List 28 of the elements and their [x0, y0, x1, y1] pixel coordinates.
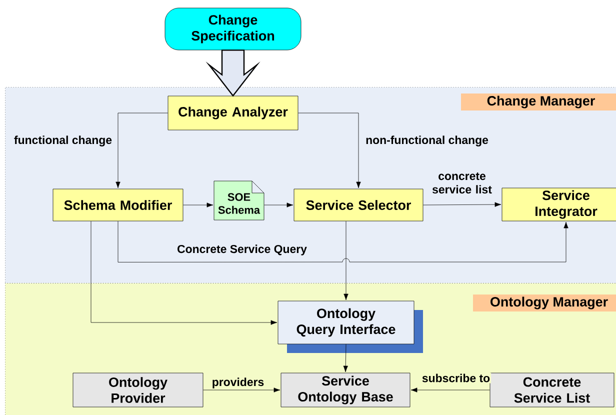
arrow — [118, 221, 568, 262]
edge-label: Concrete Service Query — [176, 244, 308, 256]
process-box: Change Analyzer — [168, 96, 298, 130]
arrow — [410, 388, 490, 392]
process-box: Ontology Query Interface — [278, 300, 423, 353]
arrow — [116, 112, 168, 188]
process-box: Concrete Service List — [490, 372, 614, 408]
arrow — [343, 344, 348, 372]
hollow-arrow — [206, 50, 260, 97]
edge-label: non-functional change — [364, 134, 490, 148]
arrow — [90, 221, 278, 325]
process-box: Schema Modifier — [52, 188, 184, 222]
process-box: Service Selector — [294, 188, 424, 222]
panel-heading: Ontology Manager — [473, 294, 616, 312]
arrow — [423, 202, 502, 207]
arrow — [203, 388, 280, 392]
edge-label: functional change — [13, 134, 114, 148]
process-box: Ontology Provider — [72, 372, 204, 408]
start-terminal: Change Specification — [164, 8, 302, 50]
process-box: Service Ontology Base — [280, 372, 410, 408]
arrow — [344, 221, 348, 300]
arrow — [298, 112, 361, 188]
arrow — [264, 202, 294, 208]
edge-label: concrete service list — [425, 172, 499, 195]
process-box: Service Integrator — [502, 188, 616, 222]
panel-heading: Change Manager — [461, 94, 616, 110]
arrow — [183, 202, 214, 208]
edge-label: providers — [210, 376, 266, 390]
